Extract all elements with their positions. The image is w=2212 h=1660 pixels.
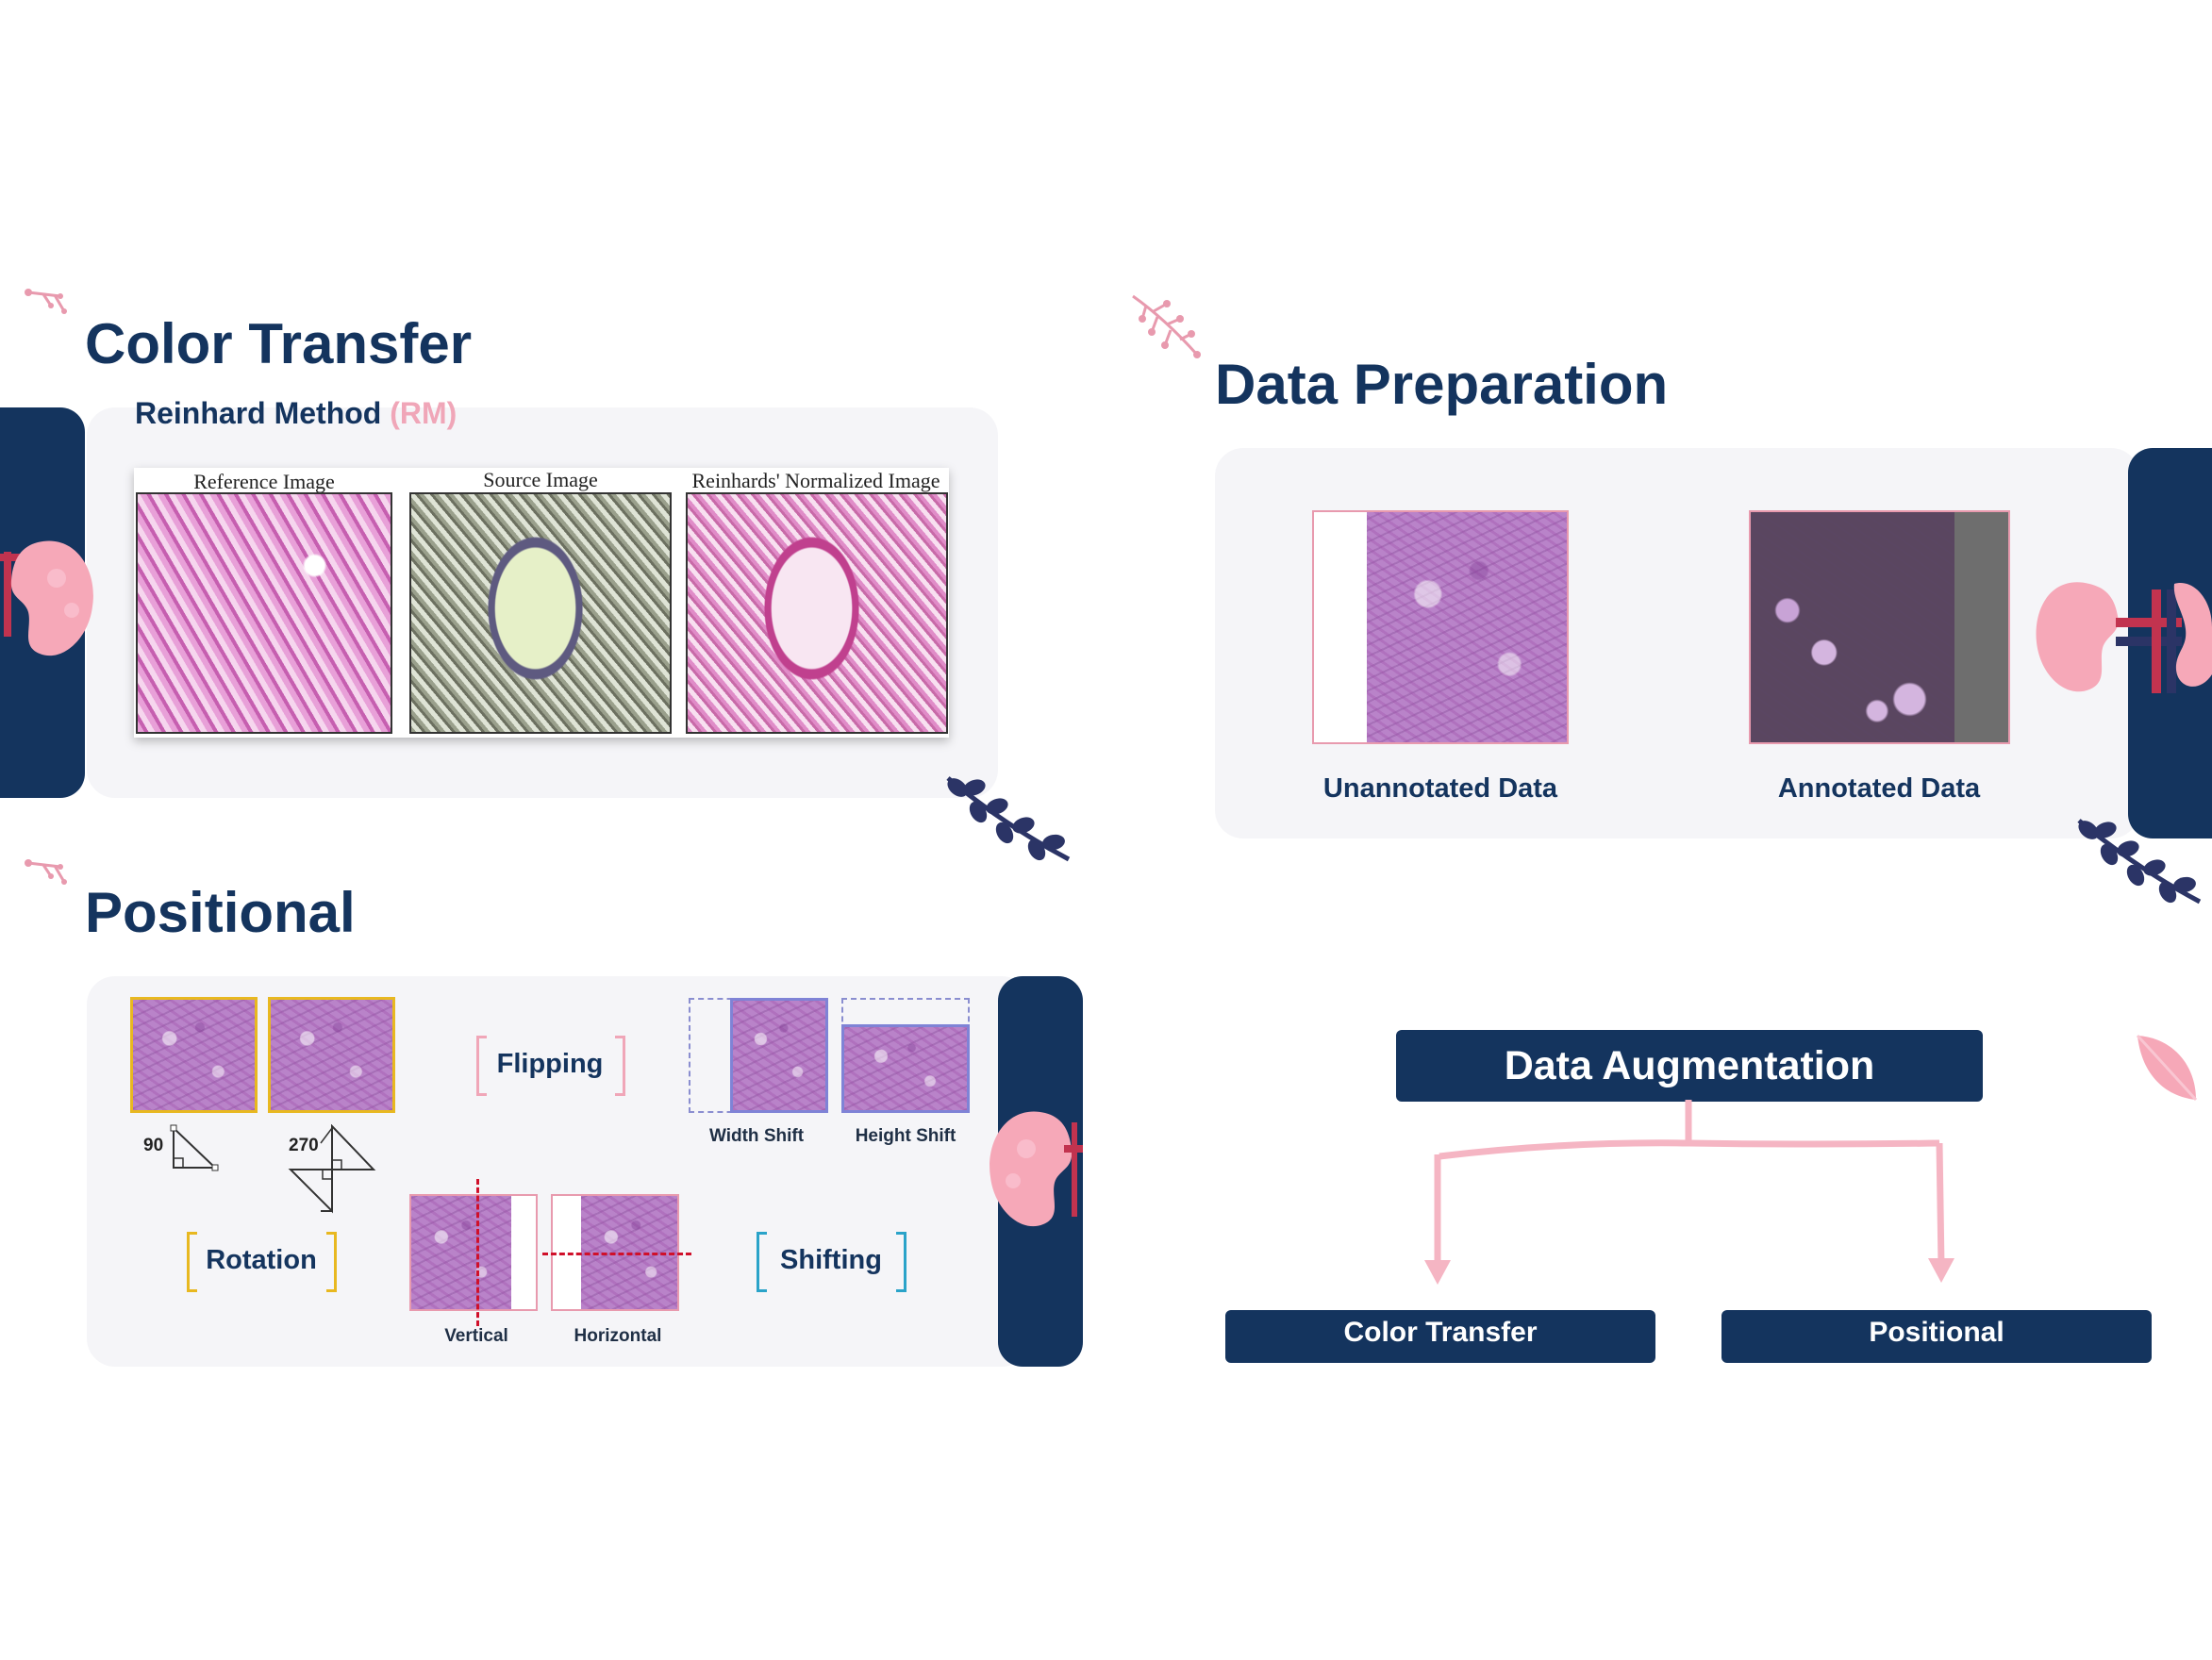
shifting-bracket-left xyxy=(757,1232,767,1292)
flipping-bracket-left xyxy=(476,1036,487,1096)
angle-270-label: 270 xyxy=(289,1136,319,1155)
rotation-bracket-left xyxy=(187,1232,197,1292)
shifting-label: Shifting xyxy=(780,1245,882,1275)
color-transfer-title: Color Transfer xyxy=(85,312,473,375)
rotation-270-triangle-icon xyxy=(288,1124,376,1214)
kidney-icon xyxy=(2036,582,2212,693)
rotation-label: Rotation xyxy=(206,1245,317,1275)
normalized-image-caption: Reinhards' Normalized Image xyxy=(691,469,940,492)
horizontal-flip-line xyxy=(542,1253,691,1255)
angle-90-label: 90 xyxy=(143,1136,164,1155)
data-augmentation-node: Data Augmentation xyxy=(1396,1030,1983,1102)
tissue-sample-annotated xyxy=(1751,512,1954,742)
data-preparation-title: Data Preparation xyxy=(1215,353,1669,416)
reinhard-method-heading: Reinhard Method (RM) xyxy=(135,396,457,431)
reference-image xyxy=(136,492,392,734)
method-abbreviation: (RM) xyxy=(390,396,457,430)
sprig-decoration-icon xyxy=(25,859,67,885)
width-shift-label: Width Shift xyxy=(708,1126,805,1146)
petal-decoration-icon xyxy=(2136,1034,2198,1102)
annotated-data-label: Annotated Data xyxy=(1777,773,1981,804)
horizontal-label: Horizontal xyxy=(574,1326,662,1346)
unannotated-data-label: Unannotated Data xyxy=(1322,773,1558,804)
normalized-image xyxy=(686,492,948,734)
height-shift-label: Height Shift xyxy=(855,1126,956,1146)
positional-title: Positional xyxy=(85,881,356,944)
kidney-icon xyxy=(0,540,93,656)
reference-image-caption: Reference Image xyxy=(193,470,335,493)
kidney-icon xyxy=(990,1111,1083,1227)
tissue-sample xyxy=(1367,512,1567,742)
vertical-label: Vertical xyxy=(444,1326,508,1346)
positional-node: Positional xyxy=(1721,1310,2152,1363)
annotated-data-image xyxy=(1749,510,2010,744)
tissue-sample xyxy=(411,1196,511,1309)
width-shift-image xyxy=(730,998,828,1113)
sprig-decoration-icon xyxy=(25,289,67,314)
rotation-90-triangle-icon xyxy=(170,1124,219,1171)
rotation-bracket-right xyxy=(326,1232,337,1292)
sprig-decoration-icon xyxy=(1132,294,1201,358)
source-image-caption: Source Image xyxy=(483,468,598,491)
source-image xyxy=(409,492,672,734)
vertical-flip-image xyxy=(409,1194,538,1311)
leaf-decoration-icon xyxy=(946,776,1071,862)
leaf-decoration-icon xyxy=(2077,819,2202,905)
unannotated-data-image xyxy=(1312,510,1569,744)
vertical-flip-line xyxy=(476,1179,479,1326)
rotation-270-image xyxy=(268,997,395,1113)
method-name: Reinhard Method xyxy=(135,396,382,430)
rotation-90-image xyxy=(130,997,258,1113)
flipping-bracket-right xyxy=(615,1036,625,1096)
flipping-label: Flipping xyxy=(496,1049,604,1079)
augmentation-tree-connectors xyxy=(1424,1100,1954,1285)
color-transfer-node: Color Transfer xyxy=(1225,1310,1655,1363)
height-shift-image xyxy=(841,1024,970,1113)
shifting-bracket-right xyxy=(896,1232,906,1292)
